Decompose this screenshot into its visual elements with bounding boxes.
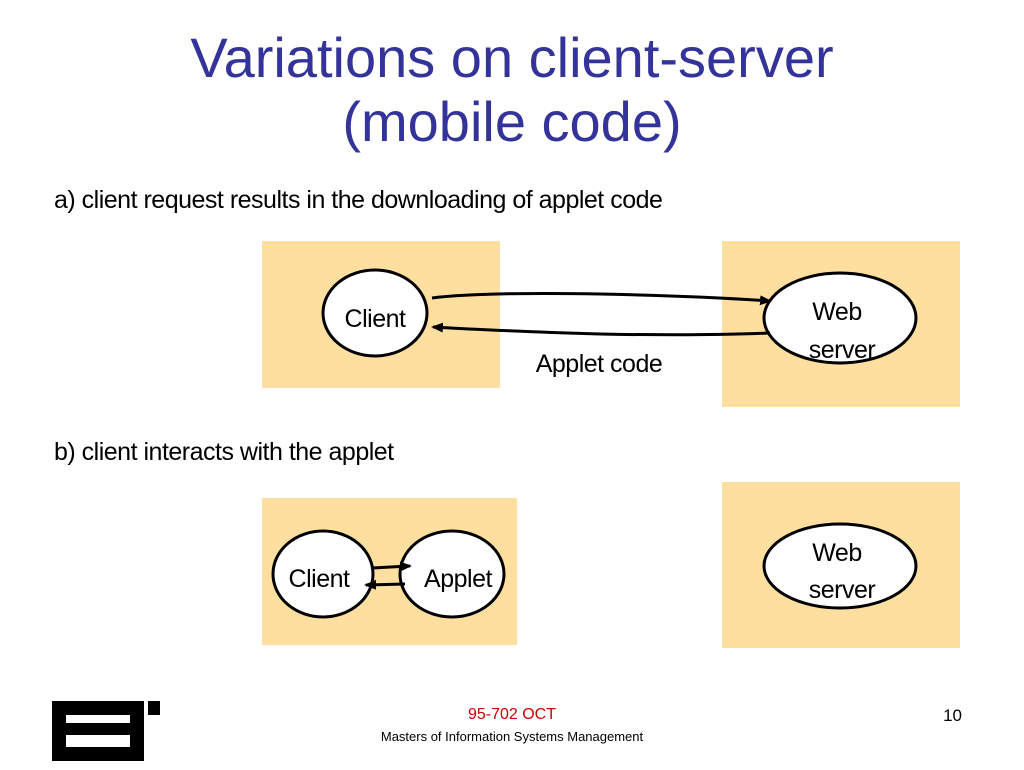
web-server-label-a-line1: Web: [812, 298, 861, 326]
applet-node: [398, 529, 506, 619]
client-label-a: Client: [345, 305, 406, 333]
page-number: 10: [943, 706, 962, 725]
client-node-b: [271, 529, 375, 619]
caption-b: b) client interacts with the applet: [54, 438, 394, 466]
client-to-applet-arrow: [371, 561, 412, 572]
applet-label: Applet: [424, 565, 492, 593]
diagram-a: Client Web server Applet code: [262, 241, 960, 407]
web-server-label-a-line2: server: [809, 336, 876, 364]
client-node-a: [321, 268, 429, 358]
web-server-node-b: [762, 522, 918, 610]
title-line-2: (mobile code): [342, 90, 682, 153]
diagram-b: Client Applet Web server: [262, 482, 960, 648]
cmu-logo: [52, 697, 162, 770]
client-label-b: Client: [289, 565, 350, 593]
title-line-1: Variations on client-server: [190, 26, 834, 89]
footer-course-code: 95-702 OCT: [467, 706, 557, 723]
applet-code-arrow: [431, 322, 771, 337]
web-server-label-b-line1: Web: [812, 539, 861, 567]
web-server-node-a: [762, 271, 918, 365]
applet-to-client-arrow: [364, 579, 406, 590]
slide-title: Variations on client-server (mobile code…: [0, 26, 1024, 154]
logo-icon: [52, 701, 160, 761]
footer-subtitle: Masters of Information Systems Managemen…: [380, 729, 644, 744]
caption-a: a) client request results in the downloa…: [54, 186, 663, 214]
request-arrow: [431, 292, 772, 306]
web-server-label-b-line2: server: [809, 576, 876, 604]
applet-code-label: Applet code: [536, 350, 663, 378]
